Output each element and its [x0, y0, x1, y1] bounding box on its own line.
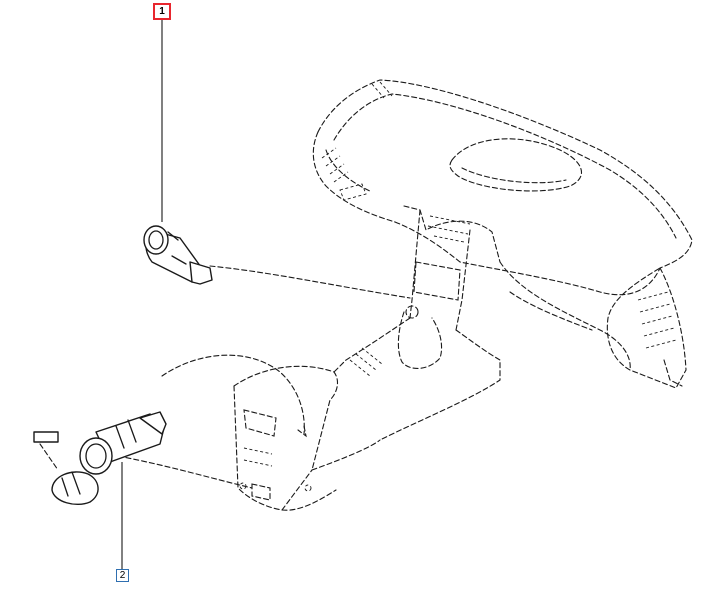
callout-1[interactable]: 1	[153, 3, 171, 20]
callout-2[interactable]: 2	[116, 569, 129, 582]
switch-part-icon	[143, 225, 213, 285]
dashboard-console-icon	[233, 79, 693, 511]
lighter-socket-icon	[33, 411, 167, 506]
assembly-path	[39, 265, 411, 489]
